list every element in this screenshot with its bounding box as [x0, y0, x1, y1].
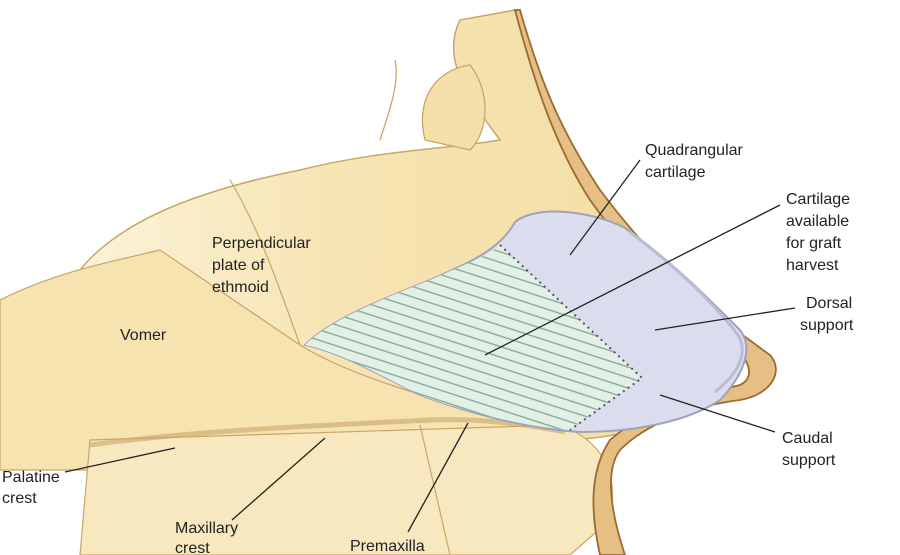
label-quadrangular-cartilage: Quadrangular cartilage: [645, 142, 747, 181]
harvest-border-dotted: [499, 244, 644, 431]
leader-lines: [64, 159, 796, 533]
graft-harvest-area: [305, 245, 642, 430]
maxilla-bone: [79, 424, 614, 555]
label-palatine-crest: Palatine crest: [2, 469, 64, 507]
label-caudal-support: Caudal support: [782, 430, 837, 469]
nasal-bone-inner: [421, 64, 486, 151]
label-perpendicular-plate: Perpendicular plate of ethmoid: [212, 235, 315, 296]
label-premaxilla: Premaxilla: [350, 538, 425, 555]
label-vomer: Vomer: [120, 327, 167, 344]
label-dorsal-support: Dorsal support: [800, 295, 857, 334]
cartilage-l-strut: [629, 230, 744, 394]
label-cartilage-for-graft: Cartilage available for graft harvest: [786, 191, 854, 274]
label-maxillary-crest: Maxillary crest: [175, 520, 243, 555]
